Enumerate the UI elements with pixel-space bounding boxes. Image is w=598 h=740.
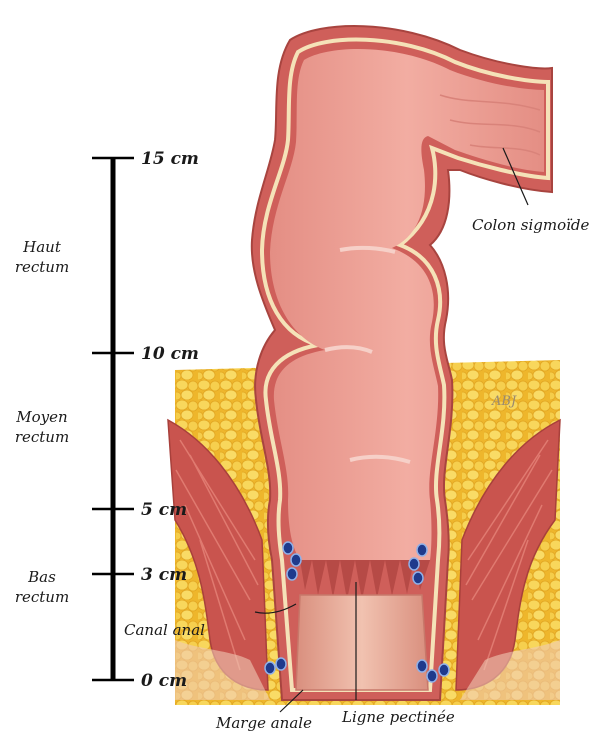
region-moyen-line1: Moyen (15, 408, 67, 426)
label-marge-anale: Marge anale (215, 714, 312, 732)
scale-label-5cm: 5 cm (141, 500, 187, 520)
anal-canal (296, 595, 428, 690)
artist-signature: ABJ (491, 394, 517, 409)
region-moyen-line2: rectum (15, 428, 69, 446)
region-bas-line2: rectum (15, 588, 69, 606)
scale-label-10cm: 10 cm (141, 344, 199, 364)
region-canal-anal: Canal anal (124, 621, 205, 639)
region-haut-line2: rectum (15, 258, 69, 276)
region-bas-line1: Bas (27, 568, 56, 586)
scale-label-3cm: 3 cm (141, 565, 187, 585)
scale-label-15cm: 15 cm (141, 149, 199, 169)
label-ligne-pectinee: Ligne pectinée (341, 708, 455, 726)
region-haut-line1: Haut (22, 238, 62, 256)
label-colon-sigmoide: Colon sigmoïde (472, 216, 590, 234)
scale-label-0cm: 0 cm (141, 671, 187, 691)
